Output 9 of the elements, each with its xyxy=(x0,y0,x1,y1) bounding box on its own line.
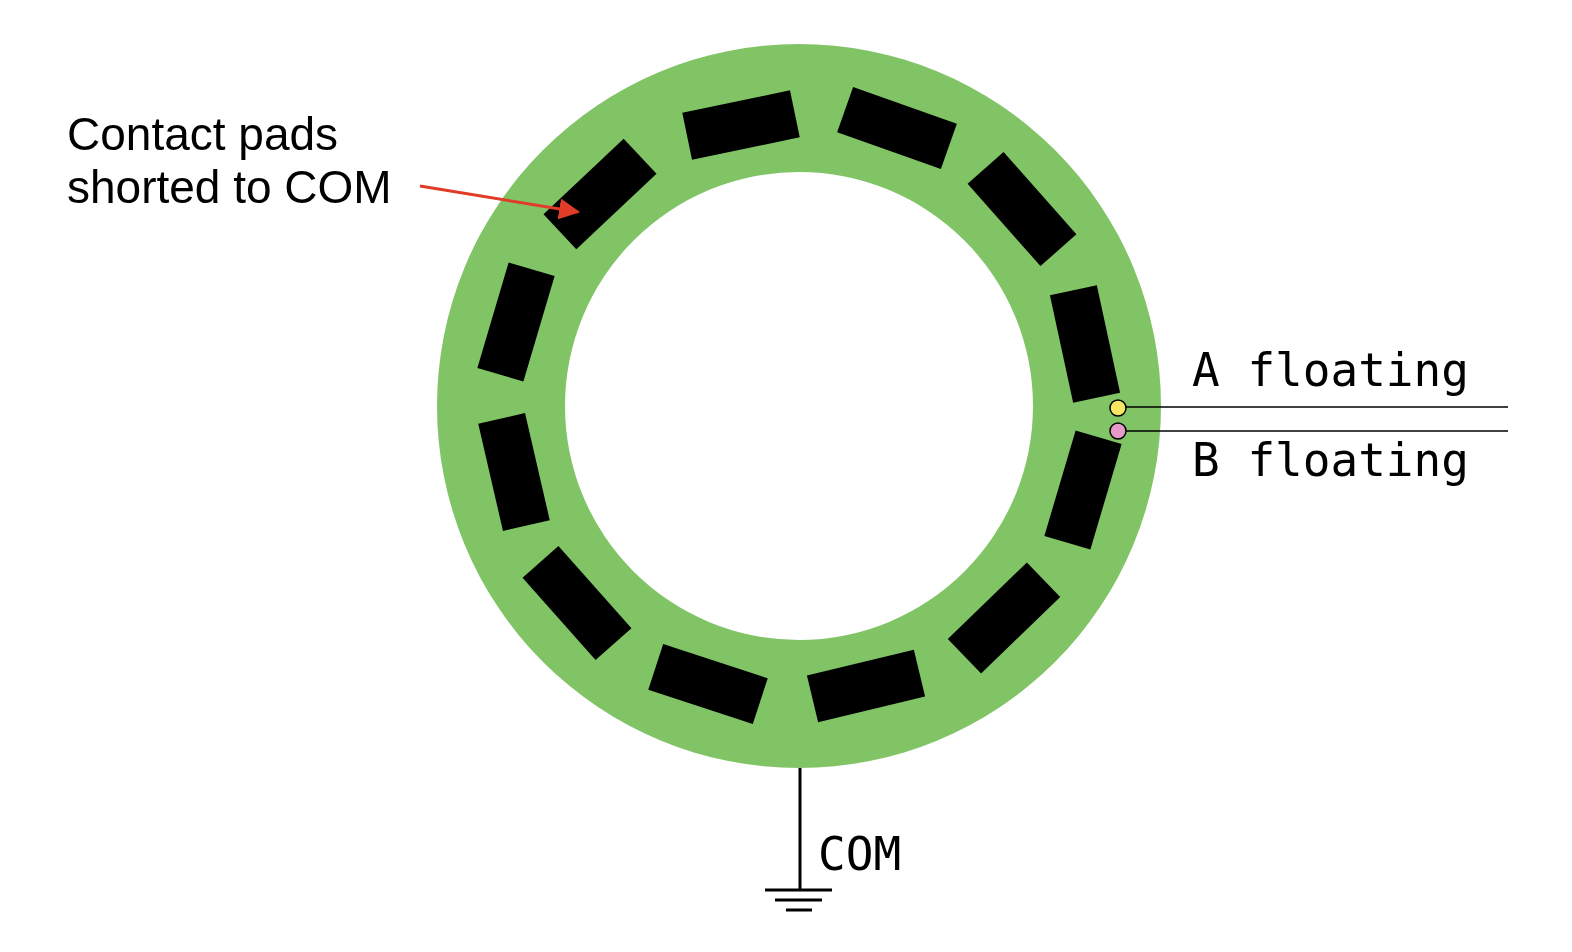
leader-line xyxy=(1125,430,1509,432)
arrow xyxy=(419,184,581,220)
contact-point xyxy=(1109,422,1127,440)
signal-label: COM xyxy=(818,828,902,881)
leader-line xyxy=(1125,406,1509,408)
contact-point xyxy=(1109,399,1127,417)
callout-label: A floating xyxy=(1192,344,1522,397)
callout-label: B floating xyxy=(1192,434,1522,487)
callout-label: Contact pads shorted to COM xyxy=(67,108,417,214)
